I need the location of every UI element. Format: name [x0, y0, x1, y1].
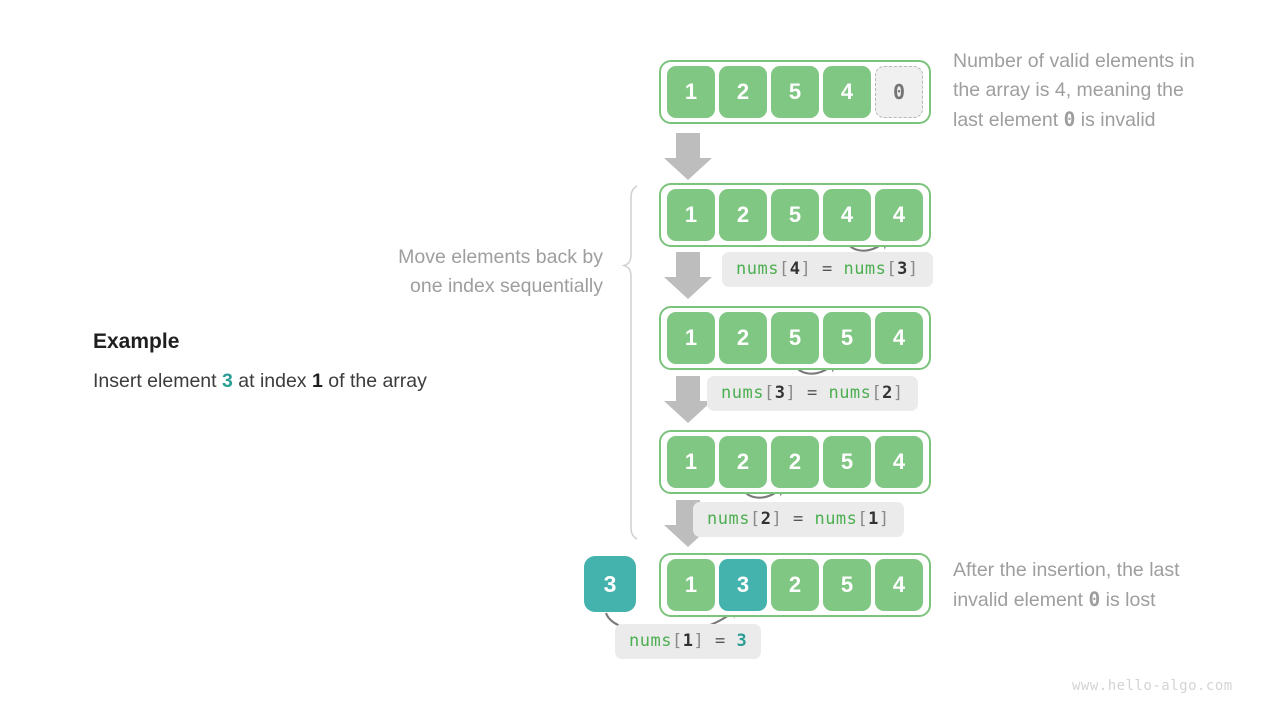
array-cell: 5 — [823, 312, 871, 364]
array-cell: 4 — [875, 312, 923, 364]
note-top-line1: Number of valid elements in — [953, 50, 1195, 72]
array-cell: 5 — [823, 559, 871, 611]
code-fn: nums — [828, 383, 872, 403]
array-cell: 4 — [875, 436, 923, 488]
array-cell: 2 — [719, 189, 767, 241]
code-fn: nums — [736, 259, 779, 279]
code-fn: nums — [721, 383, 764, 403]
code-index: 2 — [760, 509, 772, 529]
brace-note: Move elements back by one index sequenti… — [303, 243, 603, 301]
code-operator: = — [806, 383, 818, 403]
example-description: Insert element 3 at index 1 of the array — [93, 370, 427, 393]
code-bracket-close: ] — [785, 383, 797, 403]
code-bracket-close: ] — [878, 509, 890, 529]
code-operator: = — [792, 509, 804, 529]
array-cell-inserted: 3 — [719, 559, 767, 611]
note-top-line3-before: last element — [953, 109, 1064, 131]
code-fn: nums — [814, 509, 858, 529]
note-bottom-line2-before: invalid element — [953, 589, 1089, 611]
code-operator: = — [714, 631, 726, 651]
code-fn: nums — [707, 509, 750, 529]
array-cell: 1 — [667, 312, 715, 364]
down-arrow-1 — [664, 133, 712, 180]
code-label-nums1-value: nums[1] = 3 — [615, 624, 762, 659]
array-row-shift-4: 1 2 5 4 4 — [659, 183, 931, 247]
section-brace — [621, 185, 638, 540]
code-fn: nums — [629, 631, 672, 651]
note-top-line3: last element 0 is invalid — [953, 105, 1263, 135]
code-bracket-close: ] — [892, 383, 904, 403]
array-cell: 4 — [875, 189, 923, 241]
code-bracket-open: [ — [749, 509, 761, 529]
array-cell: 2 — [719, 436, 767, 488]
note-bottom: After the insertion, the last invalid el… — [953, 556, 1263, 615]
example-text-middle: at index — [232, 370, 312, 392]
array-cell: 2 — [719, 312, 767, 364]
array-cell: 4 — [823, 189, 871, 241]
note-bottom-line2: invalid element 0 is lost — [953, 585, 1263, 615]
code-bracket-close: ] — [800, 259, 812, 279]
note-top: Number of valid elements in the array is… — [953, 47, 1263, 135]
array-cell: 5 — [771, 312, 819, 364]
note-bottom-lost-value: 0 — [1088, 588, 1101, 611]
code-value: 3 — [736, 631, 748, 651]
code-label-nums4-nums3: nums[4] = nums[3] — [722, 252, 933, 287]
array-cell: 5 — [771, 189, 819, 241]
example-value: 3 — [221, 370, 233, 392]
array-row-shift-2: 1 2 2 5 4 — [659, 430, 931, 494]
example-heading: Example — [93, 330, 180, 353]
code-label-nums3-nums2: nums[3] = nums[2] — [707, 376, 918, 411]
code-bracket-open: [ — [671, 631, 683, 651]
watermark: www.hello-algo.com — [1072, 678, 1233, 694]
brace-note-line1: Move elements back by — [398, 246, 603, 268]
note-bottom-line2-after: is lost — [1100, 589, 1156, 611]
example-index: 1 — [311, 370, 323, 392]
code-index: 1 — [868, 509, 879, 529]
code-index: 4 — [789, 259, 801, 279]
array-cell: 5 — [771, 66, 819, 118]
array-cell-invalid: 0 — [875, 66, 923, 118]
code-bracket-open: [ — [886, 259, 898, 279]
example-text-after: of the array — [322, 370, 427, 392]
inserted-element-cell: 3 — [584, 556, 636, 612]
code-index: 2 — [882, 383, 893, 403]
array-cell: 4 — [875, 559, 923, 611]
array-cell: 2 — [771, 436, 819, 488]
code-index: 1 — [682, 631, 694, 651]
array-cell: 5 — [823, 436, 871, 488]
code-bracket-close: ] — [771, 509, 783, 529]
array-row-initial: 1 2 5 4 0 — [659, 60, 931, 124]
code-index: 3 — [897, 259, 908, 279]
array-cell: 1 — [667, 66, 715, 118]
code-bracket-close: ] — [907, 259, 919, 279]
code-label-nums2-nums1: nums[2] = nums[1] — [693, 502, 904, 537]
array-row-shift-3: 1 2 5 5 4 — [659, 306, 931, 370]
array-cell: 1 — [667, 189, 715, 241]
code-bracket-open: [ — [763, 383, 775, 403]
array-row-final: 1 3 2 5 4 — [659, 553, 931, 617]
note-top-line3-after: is invalid — [1075, 109, 1156, 131]
code-bracket-close: ] — [693, 631, 705, 651]
down-arrow-2 — [664, 252, 712, 299]
code-bracket-open: [ — [857, 509, 869, 529]
array-cell: 2 — [771, 559, 819, 611]
note-top-line2: the array is 4, meaning the — [953, 79, 1184, 101]
code-bracket-open: [ — [871, 383, 883, 403]
array-cell: 2 — [719, 66, 767, 118]
code-operator: = — [821, 259, 833, 279]
array-cell: 4 — [823, 66, 871, 118]
code-fn: nums — [843, 259, 887, 279]
code-index: 3 — [774, 383, 786, 403]
brace-note-line2: one index sequentially — [410, 275, 603, 297]
array-cell: 1 — [667, 436, 715, 488]
code-bracket-open: [ — [778, 259, 790, 279]
note-top-invalid-value: 0 — [1063, 108, 1076, 131]
note-bottom-line1: After the insertion, the last — [953, 559, 1180, 581]
example-text-before: Insert element — [93, 370, 222, 392]
array-cell: 1 — [667, 559, 715, 611]
down-arrow-3 — [664, 376, 712, 423]
